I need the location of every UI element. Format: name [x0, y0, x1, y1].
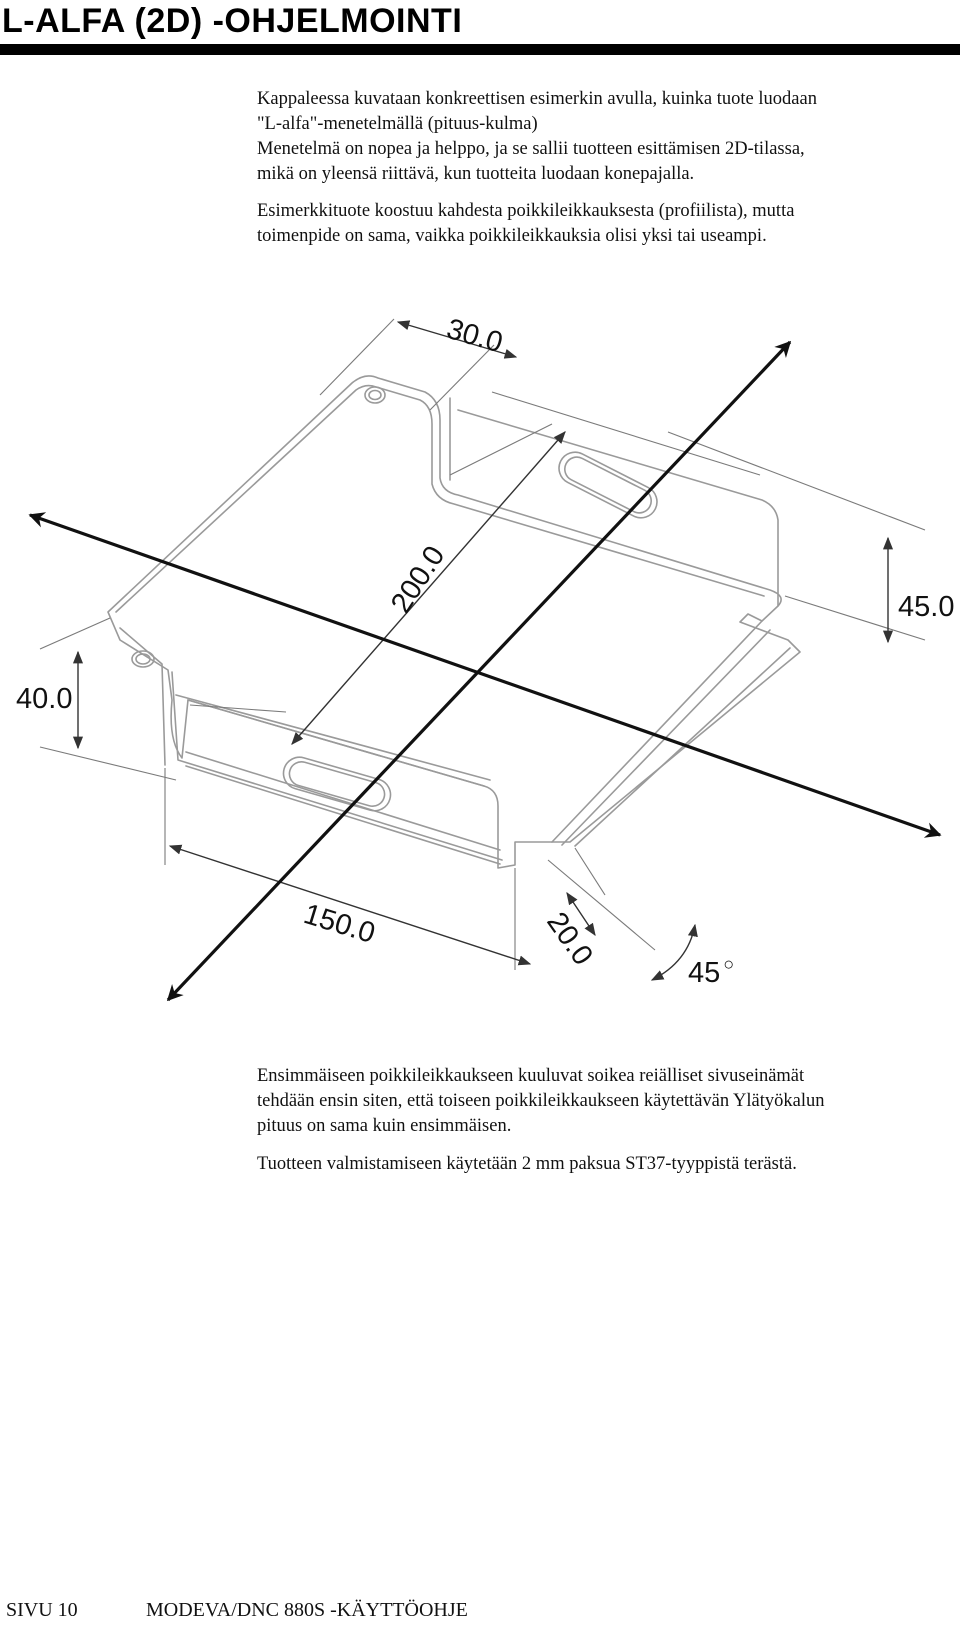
page-title: L-ALFA (2D) -OHJELMOINTI: [2, 2, 463, 40]
outro-line: Tuotteen valmistamiseen käytetään 2 mm p…: [257, 1154, 797, 1174]
outro-paragraph-1: Ensimmäiseen poikkileikkaukseen kuuluvat…: [257, 1064, 937, 1139]
intro-line: mikä on yleensä riittävä, kun tuotteita …: [257, 164, 695, 184]
intro-line: toimenpide on sama, vaikka poikkileikkau…: [257, 226, 767, 246]
intro-text: Kappaleessa kuvataan konkreettisen esime…: [257, 87, 937, 249]
angle-value: 45: [688, 957, 720, 989]
intro-line: "L-alfa"-menetelmällä (pituus-kulma): [257, 114, 538, 134]
dimension-label-150: 150.0: [300, 898, 379, 950]
dimension-label-200: 200.0: [385, 541, 451, 619]
outro-line: pituus on sama kuin ensimmäisen.: [257, 1116, 512, 1136]
angle-label-45: 45○: [688, 954, 734, 989]
page-footer: SIVU 10 MODEVA/DNC 880S -KÄYTTÖOHJE: [6, 1598, 468, 1622]
axis-lines: [28, 340, 942, 1002]
dimension-label-30: 30.0: [443, 313, 506, 359]
intro-line: Kappaleessa kuvataan konkreettisen esime…: [257, 89, 817, 109]
dimension-line-150: [168, 844, 532, 966]
intro-line: Menetelmä on nopea ja helppo, ja se sall…: [257, 139, 805, 159]
bracket-outline: [107, 375, 801, 869]
outro-text: Ensimmäiseen poikkileikkaukseen kuuluvat…: [257, 1064, 937, 1177]
dimension-label-40: 40.0: [16, 683, 72, 715]
outro-paragraph-2: Tuotteen valmistamiseen käytetään 2 mm p…: [257, 1152, 937, 1177]
intro-paragraph-2: Esimerkkituote koostuu kahdesta poikkile…: [257, 199, 937, 249]
degree-symbol: ○: [723, 954, 734, 974]
axis-line-profile: [166, 340, 792, 1002]
dimension-label-45: 45.0: [898, 591, 954, 623]
dimension-label-20: 20.0: [540, 907, 599, 972]
title-rule: [0, 44, 960, 55]
page-number: SIVU 10: [6, 1599, 78, 1621]
outro-line: Ensimmäiseen poikkileikkaukseen kuuluvat…: [257, 1066, 805, 1086]
outro-line: tehdään ensin siten, että toiseen poikki…: [257, 1091, 825, 1111]
bracket-drawing: 30.0 200.0 45.0 40.0 150.0 20.0 45○: [16, 313, 954, 1002]
intro-paragraph-1: Kappaleessa kuvataan konkreettisen esime…: [257, 87, 937, 187]
document-title: MODEVA/DNC 880S -KÄYTTÖOHJE: [146, 1599, 468, 1621]
dimension-lines: [72, 320, 894, 981]
intro-line: Esimerkkituote koostuu kahdesta poikkile…: [257, 201, 795, 221]
page-header: L-ALFA (2D) -OHJELMOINTI: [0, 0, 960, 58]
